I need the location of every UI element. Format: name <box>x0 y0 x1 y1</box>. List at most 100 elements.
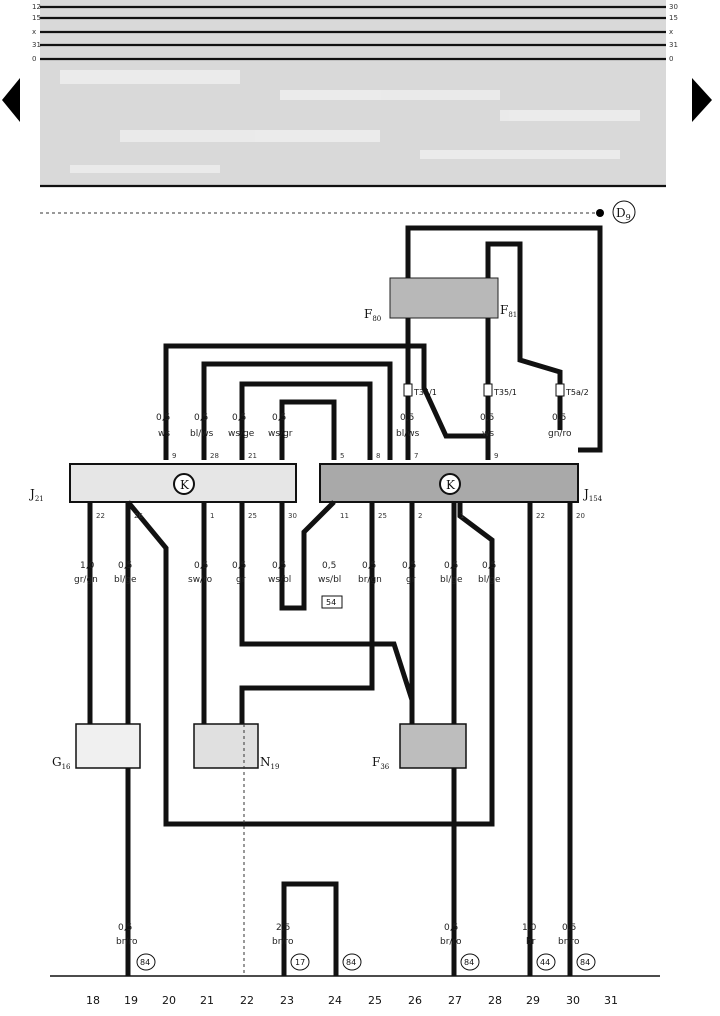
lw7-size: 0,5 <box>402 561 416 571</box>
upper-pin-labels: 9 28 21 5 8 7 9 <box>172 452 498 460</box>
n19-label: N19 <box>260 755 279 771</box>
n19-valve <box>193 723 259 769</box>
ground-label: D9 <box>616 206 631 222</box>
j154-symbol-text: K <box>446 478 456 492</box>
connector-label-1: T35/1 <box>413 388 437 397</box>
bottom-refs <box>136 953 596 971</box>
uw8-color: gn/ro <box>548 429 572 439</box>
uw3-size: 0,5 <box>272 413 286 423</box>
bw3-size: 0,5 <box>444 923 458 933</box>
f36-label: F36 <box>372 755 390 771</box>
col-21: 21 <box>200 994 214 1007</box>
lp2: 1 <box>210 512 214 520</box>
lw6-color: br/gn <box>358 575 382 585</box>
uw6-color: bl/ws <box>396 429 420 439</box>
up5: 8 <box>376 452 380 460</box>
ground-node <box>596 209 604 217</box>
up4: 5 <box>340 452 344 460</box>
lp10: 22 <box>536 512 545 520</box>
bw4-color: br <box>526 937 536 947</box>
bw0-size: 0,5 <box>118 923 132 933</box>
col-22: 22 <box>240 994 254 1007</box>
connector-label-2: T35/1 <box>493 388 517 397</box>
bus-num-r4: 0 <box>669 55 673 63</box>
header-noise <box>60 70 640 173</box>
lw8-color: bl/ge <box>440 575 463 585</box>
col-25: 25 <box>368 994 382 1007</box>
g16-sensor <box>75 723 141 769</box>
col-31: 31 <box>604 994 618 1007</box>
lp3: 25 <box>248 512 257 520</box>
lw8-size: 0,5 <box>444 561 458 571</box>
bus-num-r1: 15 <box>669 14 678 22</box>
lw2-color: sw/ro <box>188 575 213 585</box>
col-29: 29 <box>526 994 540 1007</box>
f36-switch <box>399 723 467 769</box>
col-30: 30 <box>566 994 580 1007</box>
br2: 84 <box>346 958 356 967</box>
lw0-size: 1,0 <box>80 561 95 571</box>
lp11: 20 <box>576 512 585 520</box>
bus-num-l0: 12 <box>32 3 41 11</box>
br1: 17 <box>295 958 305 967</box>
col-28: 28 <box>488 994 502 1007</box>
col-18: 18 <box>86 994 100 1007</box>
bus-numbers-right: 30 15 x 31 0 <box>669 3 678 63</box>
up6: 7 <box>414 452 418 460</box>
lw5-size: 0,5 <box>322 561 336 571</box>
lower-pin-labels: 22 26 1 25 30 11 25 2 1 22 20 <box>96 512 585 520</box>
prev-page-arrow-icon[interactable] <box>2 78 20 122</box>
f81-label: F81 <box>500 303 517 319</box>
lw0-color: gr/gn <box>74 575 98 585</box>
lw2-size: 0,5 <box>194 561 208 571</box>
lw3-color: gr <box>236 575 246 585</box>
lw7-color: gr <box>406 575 416 585</box>
col-27: 27 <box>448 994 462 1007</box>
lower-wiring <box>87 500 573 976</box>
col-23: 23 <box>280 994 294 1007</box>
bus-num-l3: 31 <box>32 41 41 49</box>
lw5-color: ws/bl <box>318 575 341 585</box>
upper-wire-labels: 0,5 ws 0,5 bl/ws 0,5 ws/ge 0,5 ws/gr 0,5… <box>156 413 572 439</box>
bw4-size: 1,0 <box>522 923 537 933</box>
uw8-size: 0,5 <box>552 413 566 423</box>
br5: 84 <box>580 958 590 967</box>
lw4-color: ws/bl <box>268 575 291 585</box>
br0: 84 <box>140 958 150 967</box>
up0: 9 <box>172 452 176 460</box>
lw9-color: bl/ge <box>478 575 501 585</box>
lp5: 11 <box>340 512 349 520</box>
lw1-size: 0,5 <box>118 561 132 571</box>
lw3-size: 0,5 <box>232 561 246 571</box>
lw9-size: 0,5 <box>482 561 496 571</box>
col-24: 24 <box>328 994 342 1007</box>
uw2-color: ws/ge <box>228 429 255 439</box>
lower-wire-labels: 1,0 gr/gn 0,5 bl/ge 0,5 sw/ro 0,5 gr 0,5… <box>74 561 501 585</box>
next-page-arrow-icon[interactable] <box>692 78 712 122</box>
bw5-color: br/ro <box>558 937 580 947</box>
uw2-size: 0,5 <box>232 413 246 423</box>
j154-label: J154 <box>582 487 603 503</box>
j21-symbol <box>173 473 195 495</box>
f80-f81-housing <box>389 277 499 319</box>
lw1-color: bl/ge <box>114 575 137 585</box>
uw0-color: ws <box>158 429 170 439</box>
g16-label: G16 <box>52 755 71 771</box>
connectors <box>403 383 565 397</box>
lp1: 26 <box>134 512 143 520</box>
bw1-size: 2,5 <box>276 923 290 933</box>
j21-label: J21 <box>28 487 44 503</box>
uw7-color: ws <box>482 429 494 439</box>
bus-num-r3: 31 <box>669 41 678 49</box>
bus-num-r0: 30 <box>669 3 678 11</box>
uw6-size: 0,5 <box>400 413 414 423</box>
j21-symbol-text: K <box>180 478 190 492</box>
lw6-size: 0,5 <box>362 561 376 571</box>
uw0-size: 0,5 <box>156 413 170 423</box>
col-20: 20 <box>162 994 176 1007</box>
up1: 28 <box>210 452 219 460</box>
bus-num-l2: x <box>32 28 36 36</box>
up2: 21 <box>248 452 257 460</box>
ref-box-54 <box>321 595 343 609</box>
br3: 84 <box>464 958 474 967</box>
